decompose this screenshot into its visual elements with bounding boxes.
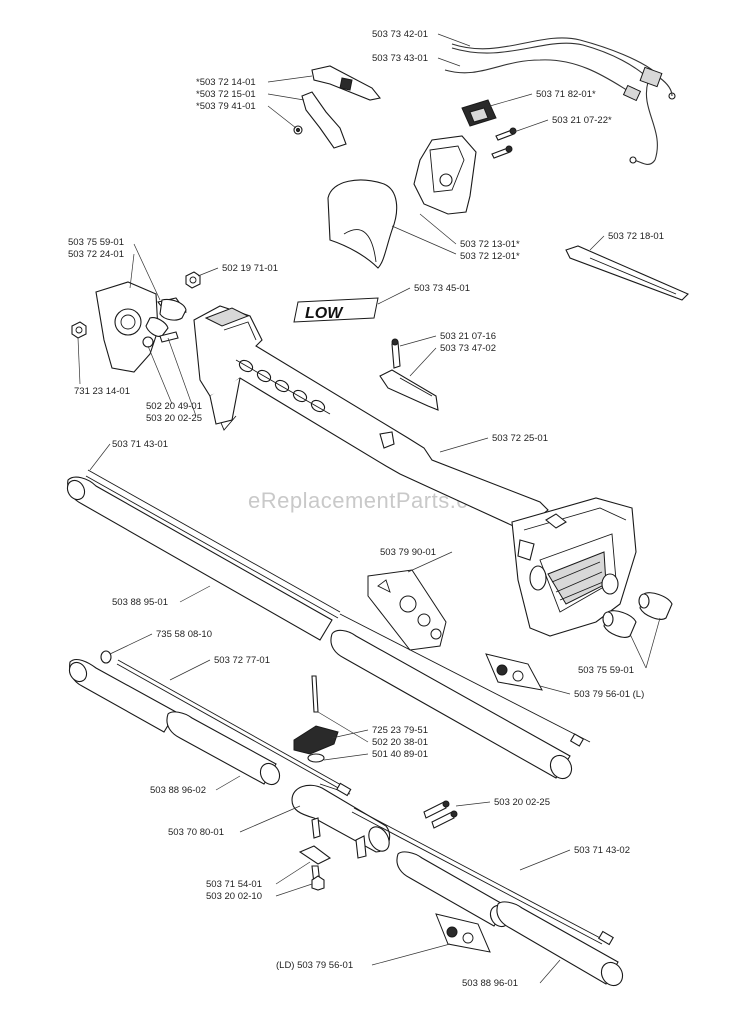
label-501-40-89-01: 501 40 89-01 xyxy=(372,749,428,760)
shaft-housing xyxy=(193,305,637,637)
bushings-right xyxy=(602,592,673,638)
wiring-harness xyxy=(444,37,676,165)
label-502-19-71-01: 502 19 71-01 xyxy=(222,263,278,274)
label-503-88-96-01: 503 88 96-01 xyxy=(462,978,518,989)
label-503-71-43-02: 503 71 43-02 xyxy=(574,845,630,856)
label-503-79-41-01: *503 79 41-01 xyxy=(196,101,256,112)
lower-tube-assembly xyxy=(68,650,624,987)
label-503-75-59-01-left: 503 75 59-01 xyxy=(68,237,124,248)
label-503-20-02-25-lower: 503 20 02-25 xyxy=(494,797,550,808)
label-503-73-42-01: 503 73 42-01 xyxy=(372,29,428,40)
handle-housing xyxy=(327,135,477,269)
upper-tube xyxy=(66,469,591,780)
low-decal-text: LOW xyxy=(305,305,344,322)
label-503-70-80-01: 503 70 80-01 xyxy=(168,827,224,838)
label-503-72-13-01: 503 72 13-01* xyxy=(460,239,520,250)
label-503-75-59-01-right: 503 75 59-01 xyxy=(578,665,634,676)
bracket-housing xyxy=(71,281,187,373)
nut xyxy=(185,271,201,289)
label-503-72-18-01: 503 72 18-01 xyxy=(608,231,664,242)
label-503-20-02-10: 503 20 02-10 xyxy=(206,891,262,902)
label-503-88-95-01: 503 88 95-01 xyxy=(112,597,168,608)
label-503-79-56-01-ld: (LD) 503 79 56-01 xyxy=(276,960,353,971)
label-503-71-82-01: 503 71 82-01* xyxy=(536,89,596,100)
label-503-21-07-22: 503 21 07-22* xyxy=(552,115,612,126)
label-503-88-96-02: 503 88 96-02 xyxy=(150,785,206,796)
handle-screws xyxy=(491,127,517,159)
part-labels: 503 73 42-01 503 73 43-01 *503 72 14-01 … xyxy=(68,29,664,989)
label-503-79-90-01: 503 79 90-01 xyxy=(380,547,436,558)
warning-decal xyxy=(367,569,447,651)
label-503-73-47-02: 503 73 47-02 xyxy=(440,343,496,354)
label-503-72-14-01: *503 72 14-01 xyxy=(196,77,256,88)
label-503-72-12-01: 503 72 12-01* xyxy=(460,251,520,262)
label-731-23-14-01: 731 23 14-01 xyxy=(74,386,130,397)
label-503-72-15-01: *503 72 15-01 xyxy=(196,89,256,100)
label-725-23-79-51: 725 23 79-51 xyxy=(372,725,428,736)
label-735-58-08-10: 735 58 08-10 xyxy=(156,629,212,640)
label-502-20-49-01: 502 20 49-01 xyxy=(146,401,202,412)
label-503-71-43-01: 503 71 43-01 xyxy=(112,439,168,450)
stop-switch xyxy=(461,99,497,127)
decal-l xyxy=(485,653,543,691)
label-503-72-25-01: 503 72 25-01 xyxy=(492,433,548,444)
label-503-72-77-01: 503 72 77-01 xyxy=(214,655,270,666)
label-503-20-02-25-upper: 503 20 02-25 xyxy=(146,413,202,424)
label-502-20-38-01: 502 20 38-01 xyxy=(372,737,428,748)
label-503-21-07-16: 503 21 07-16 xyxy=(440,331,496,342)
label-503-79-56-01-l: 503 79 56-01 (L) xyxy=(574,689,644,700)
low-decal: LOW xyxy=(293,297,379,323)
clamp-bracket xyxy=(379,338,439,411)
label-503-73-45-01: 503 73 45-01 xyxy=(414,283,470,294)
throttle-trigger xyxy=(293,65,381,149)
label-503-71-54-01: 503 71 54-01 xyxy=(206,879,262,890)
label-503-72-24-01: 503 72 24-01 xyxy=(68,249,124,260)
cable-guide xyxy=(565,245,689,301)
leader-lines xyxy=(77,33,661,984)
label-503-73-43-01: 503 73 43-01 xyxy=(372,53,428,64)
